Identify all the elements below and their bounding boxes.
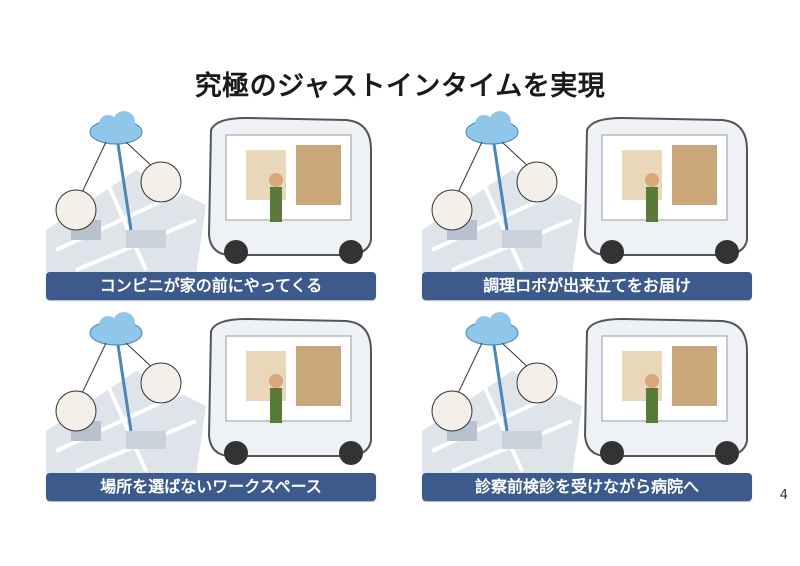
person-illustration — [645, 374, 659, 423]
panel-convenience-store: コンビニが家の前にやってくる — [46, 110, 378, 300]
service-bubble-icon — [516, 161, 558, 203]
vehicle-illustration — [583, 116, 748, 264]
vehicle-illustration — [207, 317, 372, 465]
panel-label: 診察前検診を受けながら病院へ — [422, 473, 752, 501]
service-bubble-icon — [140, 161, 182, 203]
panel-cooking-robot: 調理ロボが出来立てをお届け — [422, 110, 754, 300]
service-bubble-icon — [516, 362, 558, 404]
panel-medical: 診察前検診を受けながら病院へ — [422, 311, 754, 501]
page-number: 4 — [779, 488, 788, 503]
panel-label: 場所を選ばないワークスペース — [46, 473, 376, 501]
vehicle-illustration — [207, 116, 372, 264]
user-bubble-icon — [55, 189, 97, 231]
user-bubble-icon — [431, 390, 473, 432]
vehicle-illustration — [583, 317, 748, 465]
slide-title: 究極のジャストインタイムを実現 — [194, 71, 606, 102]
panel-workspace: 場所を選ばないワークスペース — [46, 311, 378, 501]
user-bubble-icon — [55, 390, 97, 432]
cloud-icon — [89, 312, 143, 346]
panel-label: コンビニが家の前にやってくる — [46, 272, 376, 300]
cloud-icon — [465, 312, 519, 346]
cloud-icon — [465, 111, 519, 145]
person-illustration — [269, 374, 283, 423]
panel-label: 調理ロボが出来立てをお届け — [422, 272, 752, 300]
service-bubble-icon — [140, 362, 182, 404]
person-illustration — [269, 173, 283, 222]
user-bubble-icon — [431, 189, 473, 231]
cloud-icon — [89, 111, 143, 145]
person-illustration — [645, 173, 659, 222]
